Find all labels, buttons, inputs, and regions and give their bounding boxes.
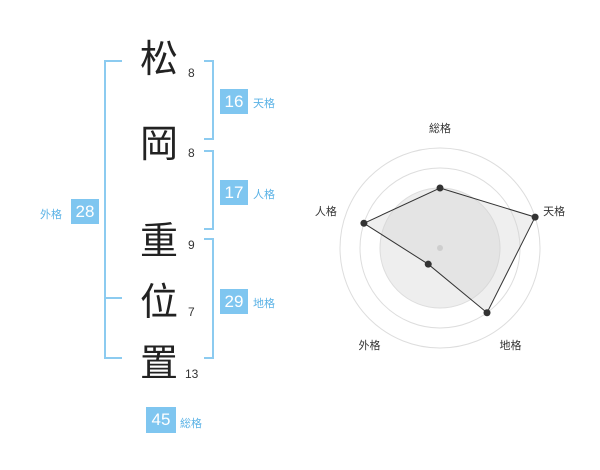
jinkaku-label: 人格: [253, 188, 275, 201]
radar-point-3: [483, 309, 491, 317]
radar-point-2: [531, 213, 539, 221]
radar-series-polygon: [362, 187, 536, 314]
stroke-count-2: 8: [188, 146, 195, 160]
stroke-count-1: 8: [188, 66, 195, 80]
stroke-count-3: 9: [188, 238, 195, 252]
gaikaku-label: 外格: [40, 208, 62, 221]
stroke-count-5: 13: [185, 367, 199, 381]
radar-ring-5: [339, 147, 541, 349]
soukaku-value: 45: [146, 407, 176, 433]
radar-point-1: [436, 184, 444, 192]
radar-axis-label-5: 人格: [315, 204, 337, 218]
radar-point-4: [424, 260, 432, 268]
radar-axis-label-4: 外格: [358, 338, 380, 352]
radar-axis-label-3: 地格: [500, 338, 522, 352]
soukaku-label: 総格: [180, 417, 202, 430]
tenkaku-label: 天格: [253, 97, 275, 110]
name-char-1: 松: [140, 37, 179, 81]
chikaku-value: 29: [220, 289, 248, 314]
name-char-3: 重: [140, 219, 179, 263]
radar-center: [437, 245, 443, 251]
radar-point-5: [360, 219, 368, 227]
stroke-count-4: 7: [188, 305, 195, 319]
name-char-4: 位: [140, 280, 179, 324]
chikaku-label: 地格: [253, 297, 275, 310]
name-char-5: 置: [140, 341, 179, 385]
radar-axis-label-2: 天格: [543, 204, 565, 218]
jinkaku-value: 17: [220, 180, 248, 205]
gaikaku-value: 28: [71, 199, 99, 224]
name-char-2: 岡: [140, 122, 179, 166]
radar-axis-label-1: 総格: [429, 121, 451, 135]
tenkaku-value: 16: [220, 89, 248, 114]
